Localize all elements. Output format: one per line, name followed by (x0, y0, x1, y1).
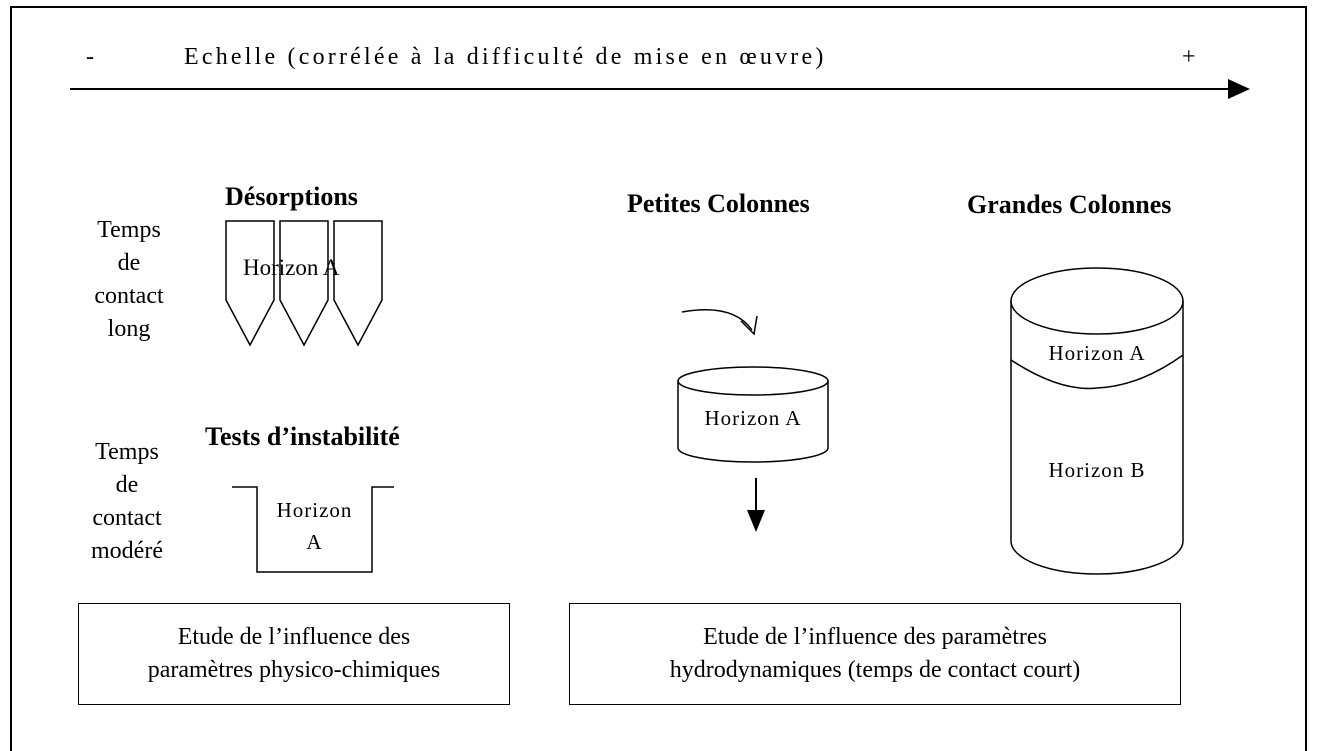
scale-arrow-head (1228, 79, 1250, 99)
large-cylinder-top (1010, 267, 1184, 335)
scale-plus: + (1182, 44, 1199, 70)
large-cylinder-body (1010, 301, 1184, 575)
petites-colonnes-title: Petites Colonnes (627, 189, 810, 218)
scale-label: Echelle (corrélée à la difficulté de mis… (184, 44, 827, 70)
petites-curved-arrow (681, 309, 753, 331)
instabilite-title: Tests d’instabilité (205, 422, 400, 451)
desorptions-side-label: Temps de contact long (94, 217, 164, 342)
scale-minus: - (86, 44, 98, 70)
physico-chimique-box: Etude de l’influence des paramètres phys… (78, 603, 510, 705)
large-cylinder-horizon-a: Horizon A (1048, 341, 1146, 365)
desorption-tube-2 (279, 220, 329, 347)
large-cylinder-horizon-boundary (1010, 354, 1184, 390)
small-cylinder-top (677, 366, 829, 396)
large-cylinder-horizon-b: Horizon B (1048, 458, 1146, 482)
desorptions-horizon-label: Horizon A (243, 255, 340, 280)
instabilite-side-label: Temps de contact modéré (91, 439, 163, 564)
hydrodynamique-box: Etude de l’influence des paramètres hydr… (569, 603, 1181, 705)
small-cylinder-label: Horizon A (704, 406, 802, 430)
small-cylinder-body (677, 381, 829, 463)
desorptions-title: Désorptions (225, 182, 358, 211)
desorption-tube-3 (333, 220, 383, 347)
petites-curved-arrowhead (740, 315, 758, 336)
instabilite-horizon-label: Horizon A (276, 498, 353, 554)
grandes-colonnes-title: Grandes Colonnes (967, 190, 1172, 219)
instability-container (232, 486, 394, 573)
desorption-tube-1 (225, 220, 275, 347)
diagram-frame (10, 6, 1307, 751)
petites-down-arrow-head (747, 510, 765, 532)
